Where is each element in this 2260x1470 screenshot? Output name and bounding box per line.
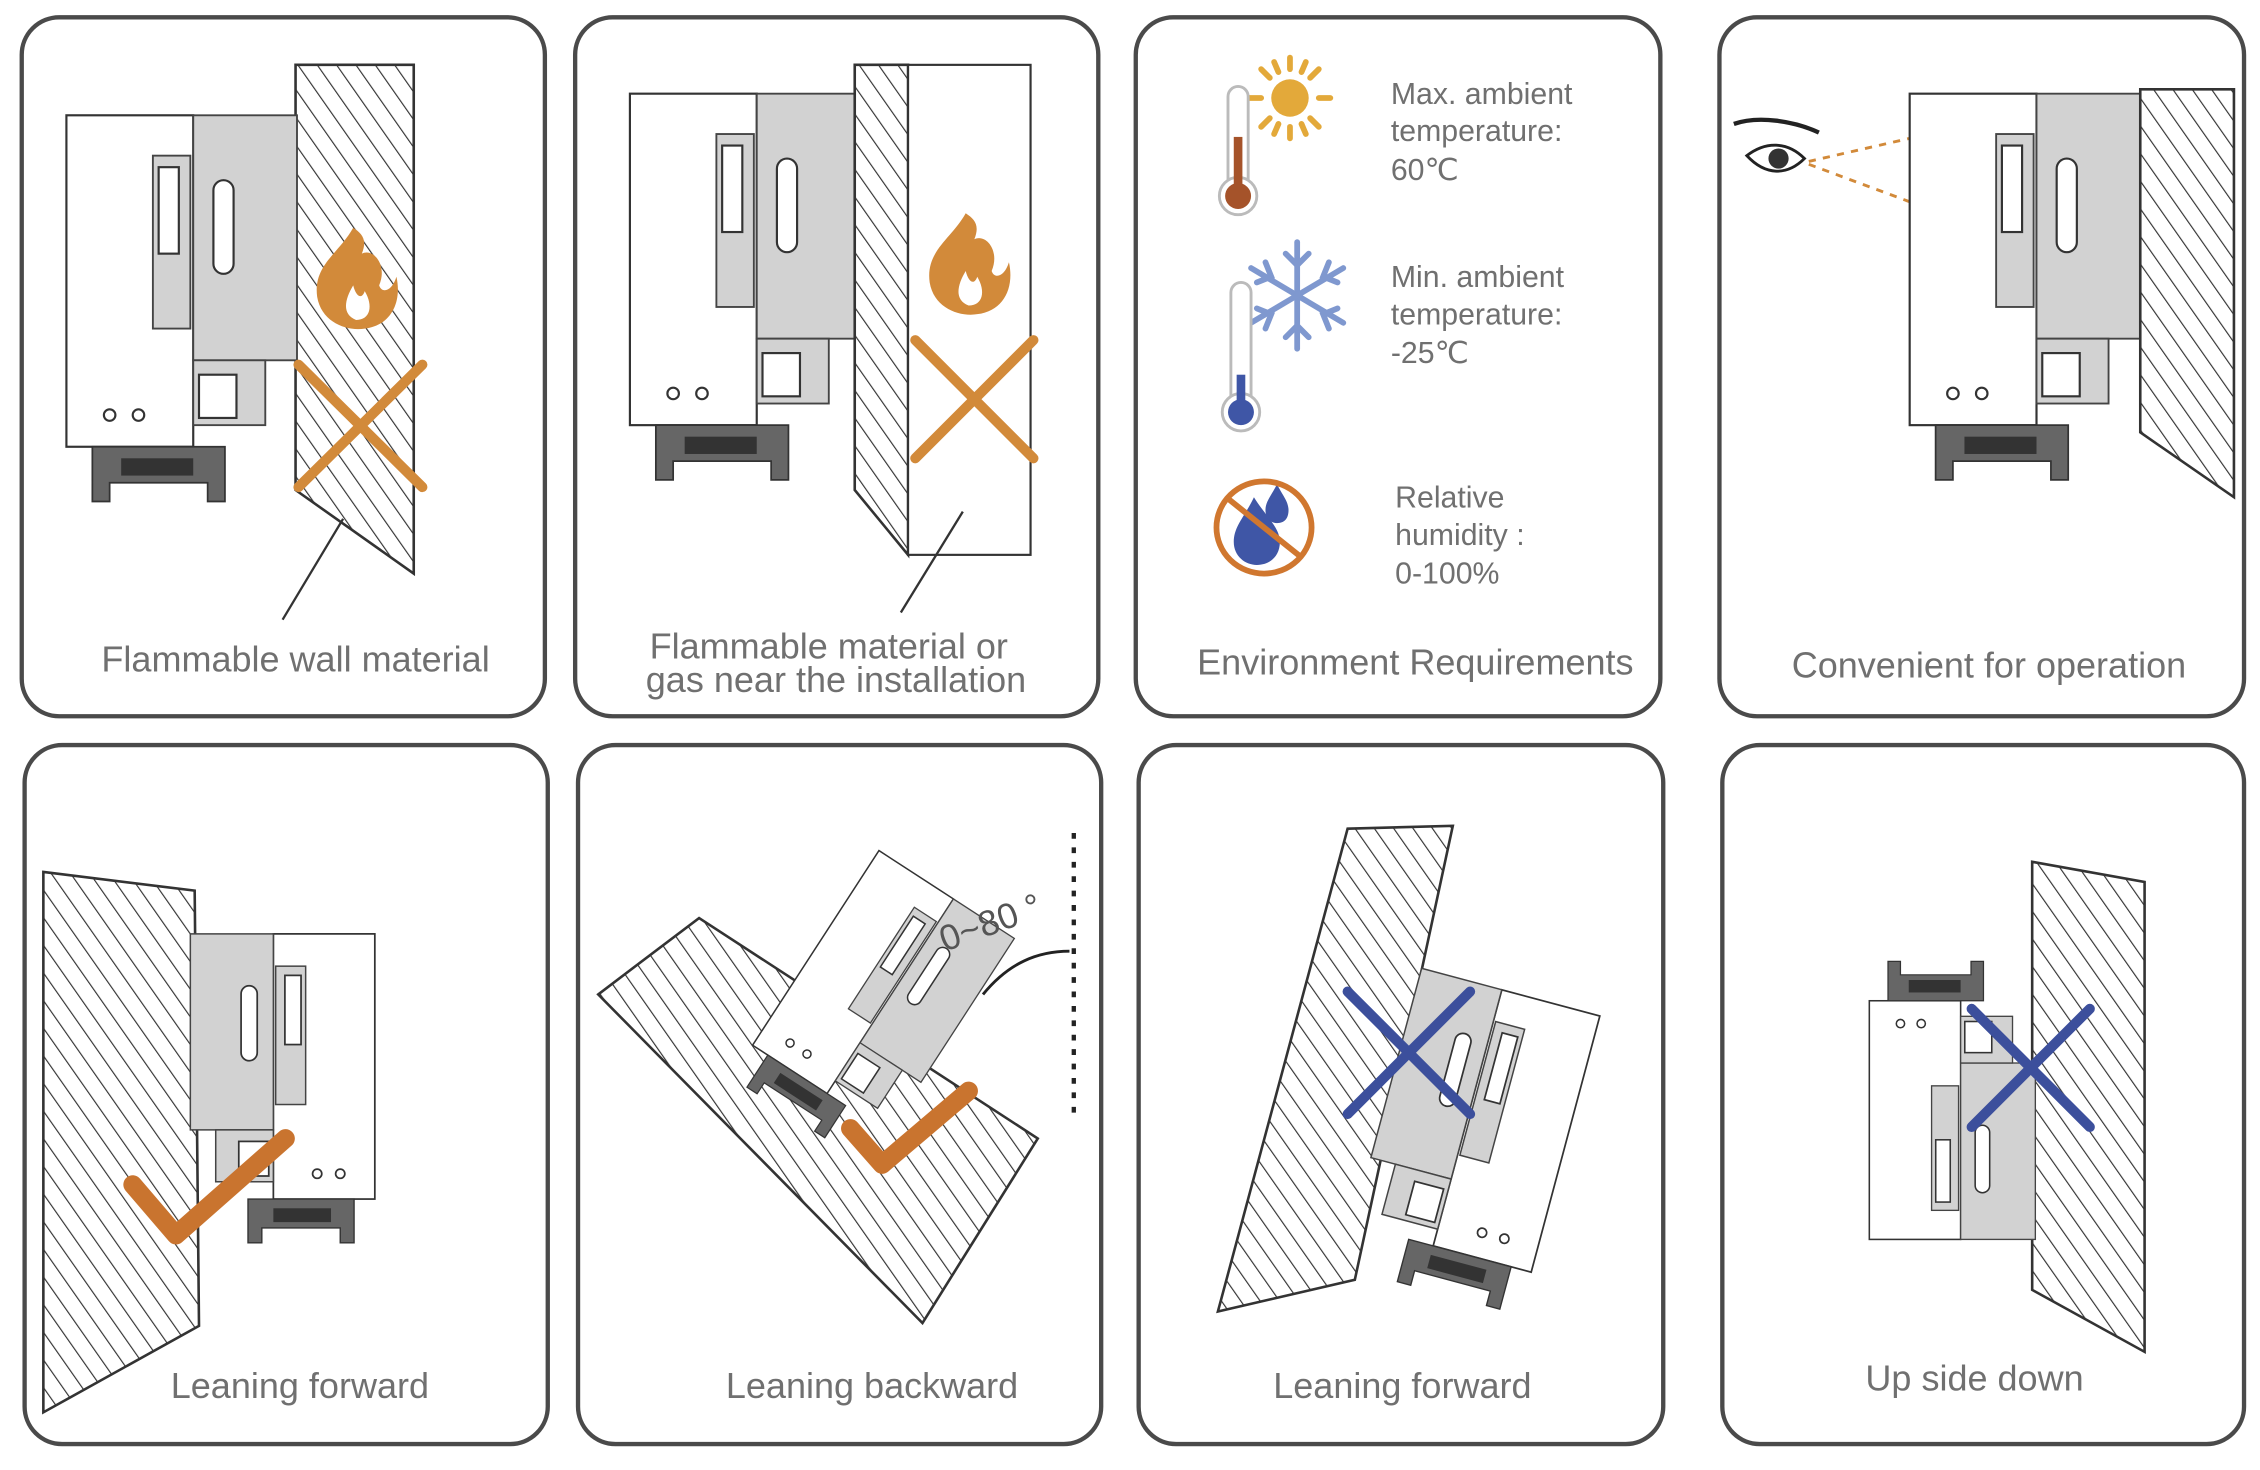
panel-label: Leaning forward <box>171 1365 429 1406</box>
panel-label-line1: Flammable material or <box>650 626 1008 667</box>
eye-icon <box>1733 117 1820 173</box>
thermometer-hot-sun-icon <box>1217 54 1334 217</box>
angle-arc-arrow <box>981 949 1070 996</box>
wall <box>1216 824 1455 1314</box>
prohibited-x-icon <box>1342 986 1476 1120</box>
panel-label-line2: gas near the installation <box>646 659 1026 700</box>
wall <box>2138 88 2236 500</box>
check-icon <box>123 1129 295 1245</box>
prohibited-x-icon <box>910 335 1039 464</box>
panel-label: Convenient for operation <box>1792 644 2186 685</box>
max-temp-line2: temperature: <box>1391 115 1563 148</box>
wall <box>2030 860 2146 1355</box>
wall <box>596 916 1040 1326</box>
panel-label: Leaning forward <box>1273 1365 1531 1406</box>
panel-label: Flammable wall material <box>101 639 489 680</box>
panel-label: Leaning backward <box>726 1365 1018 1406</box>
panel-leaning-forward-prohibited: Leaning forward <box>1136 742 1666 1447</box>
humidity-line2: humidity : <box>1395 519 1524 552</box>
panel-label: Environment Requirements <box>1197 641 1633 682</box>
panel-convenient-operation: Convenient for operation <box>1717 15 2247 719</box>
no-water-drops-icon <box>1213 478 1315 577</box>
panel-leaning-backward: 0~80 ° Leaning backward <box>575 742 1104 1447</box>
max-temp-line1: Max. ambient <box>1391 78 1573 111</box>
check-icon <box>841 1081 978 1174</box>
humidity-value: 0-100% <box>1395 558 1499 591</box>
max-temp-value: 60℃ <box>1391 154 1459 187</box>
panel-upside-down: Up side down <box>1720 742 2247 1447</box>
min-temp-line2: temperature: <box>1391 298 1563 331</box>
panel-leaning-forward-allowed: Leaning forward <box>22 742 550 1447</box>
panel-flammable-wall: Flammable wall material <box>19 15 548 719</box>
min-temp-line1: Min. ambient <box>1391 261 1565 294</box>
panel-environment-requirements: Max. ambient temperature: 60℃ Min. ambie… <box>1133 15 1663 719</box>
prohibited-x-icon <box>1966 1003 2095 1133</box>
humidity-line1: Relative <box>1395 481 1504 514</box>
panel-label: Up side down <box>1865 1358 2083 1399</box>
thermometer-cold-snowflake-icon <box>1220 239 1347 433</box>
prohibited-x-icon <box>293 359 428 493</box>
min-temp-value: -25℃ <box>1391 337 1469 370</box>
panel-flammable-material: Flammable material or gas near the insta… <box>572 15 1101 719</box>
wall <box>42 870 201 1415</box>
